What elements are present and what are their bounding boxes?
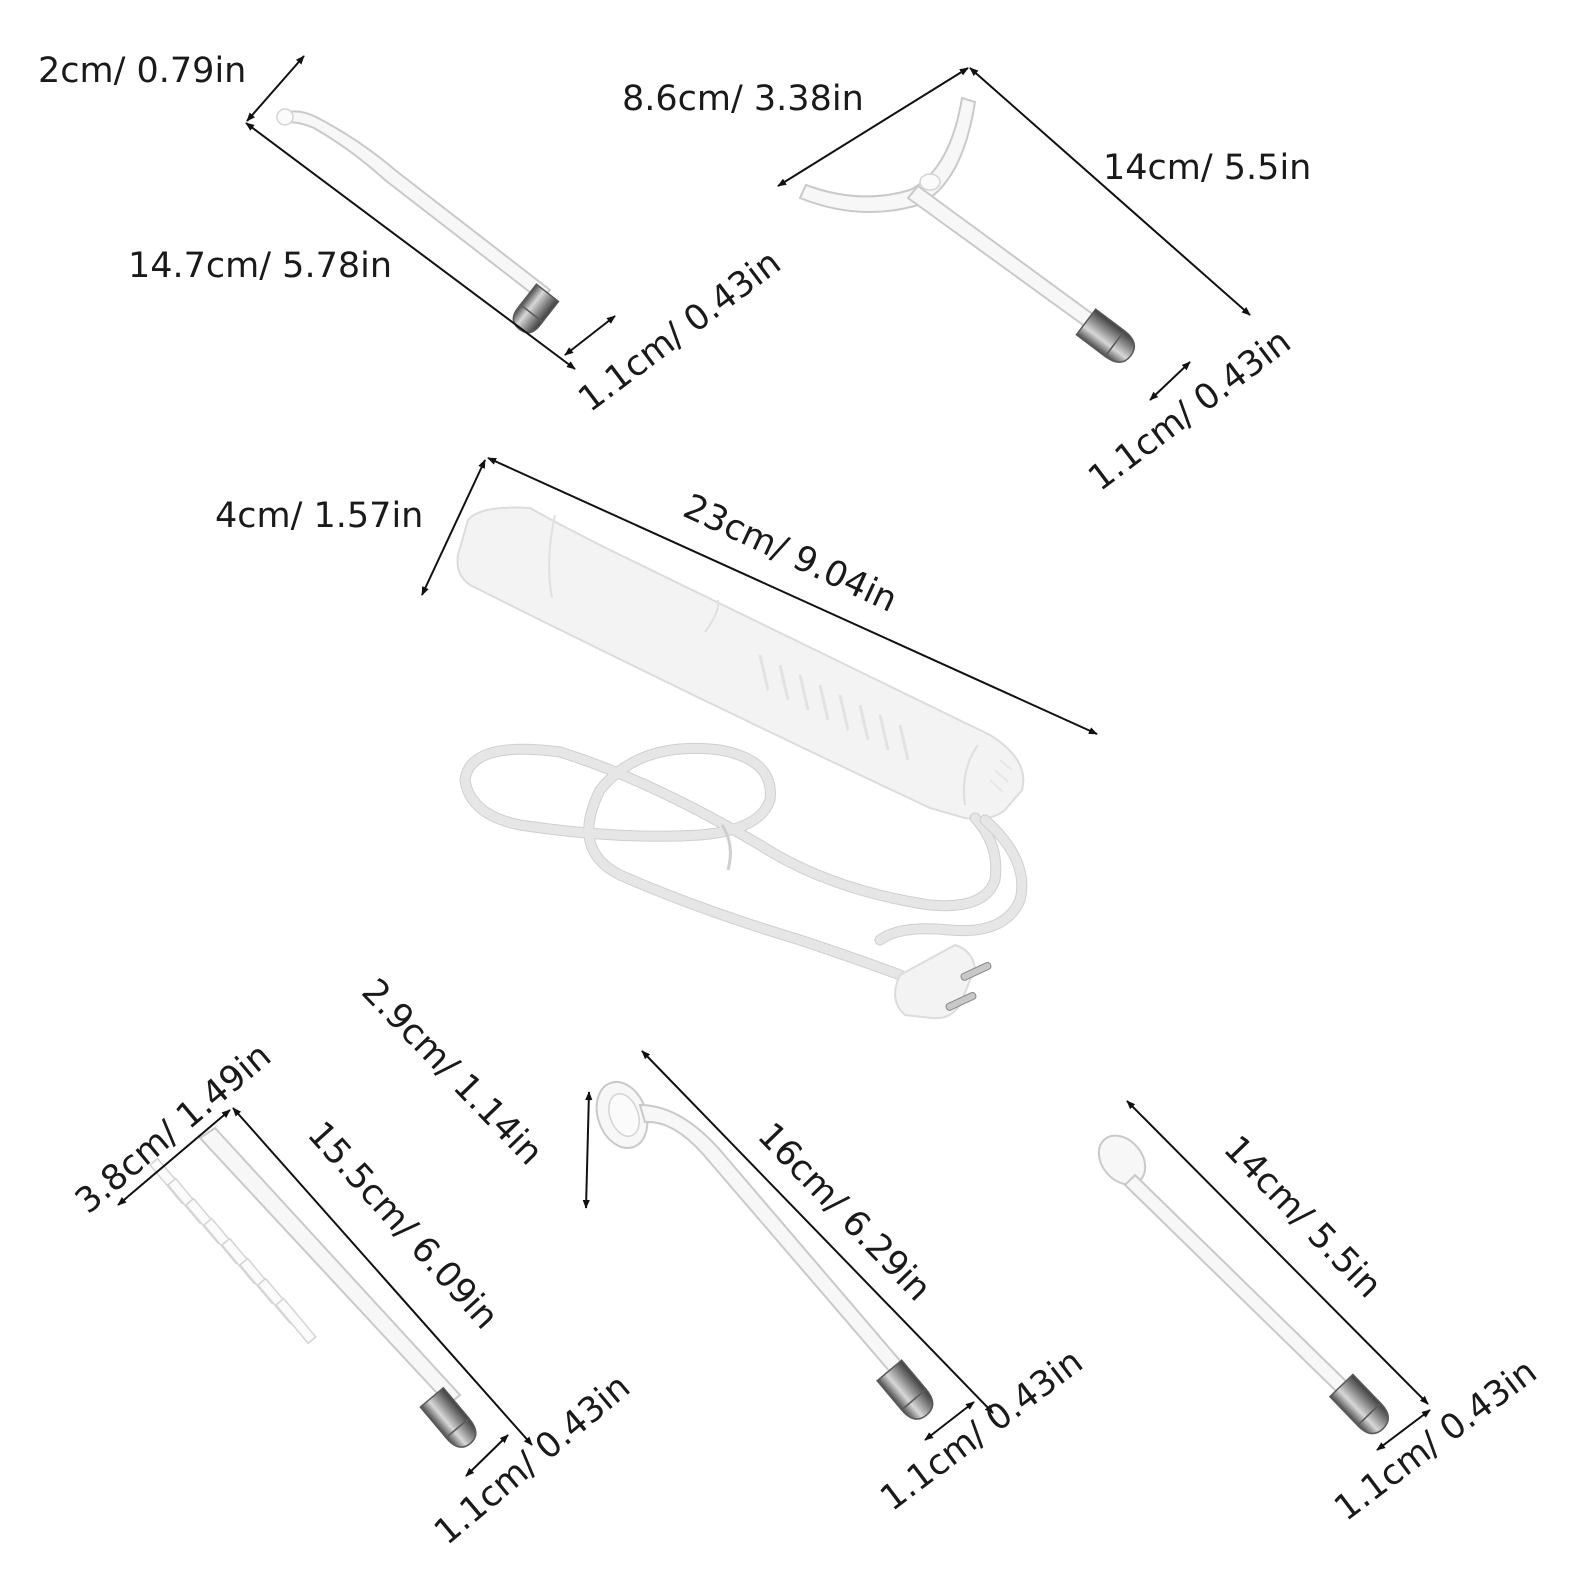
arrow-mushroom-tip <box>582 1091 593 1209</box>
arrow-comb-width <box>117 1109 231 1206</box>
power-cord <box>459 742 1028 1020</box>
label-mushroom-tip: 2.9cm/ 1.14in <box>354 971 551 1173</box>
arrow-comb-dia <box>465 1434 509 1477</box>
arrow-handle-length <box>487 457 1098 735</box>
label-mushroom-length: 16cm/ 6.29in <box>750 1115 939 1309</box>
label-wand1-tip: 2cm/ 0.79in <box>38 51 246 91</box>
dimension-arrows <box>117 55 1431 1477</box>
label-wand1-dia: 1.1cm/ 0.43in <box>571 243 788 420</box>
device-handle <box>456 506 1025 820</box>
label-wand1-length: 14.7cm/ 5.78in <box>128 246 392 286</box>
arrow-wand1-dia <box>564 315 616 356</box>
label-wand2-length: 14cm/ 5.5in <box>1103 148 1311 188</box>
arrow-mushroom-length <box>641 1050 994 1414</box>
wand-curved-electrode <box>276 108 560 334</box>
arrow-comb-length <box>232 1107 533 1446</box>
label-spoon-dia: 1.1cm/ 0.43in <box>1327 1352 1544 1529</box>
arrow-spoon-dia <box>1376 1409 1431 1451</box>
power-plug <box>894 943 992 1020</box>
arrow-wand2-length <box>969 67 1251 316</box>
arrow-wand1-length <box>245 122 576 370</box>
comb-teeth <box>148 1157 317 1345</box>
arrow-wand2-dia <box>1149 361 1191 401</box>
arrow-wand2-width <box>777 67 969 187</box>
arrow-wand1-tip <box>246 55 305 122</box>
wand-u-shape-electrode <box>798 96 1136 363</box>
label-comb-length: 15.5cm/ 6.09in <box>299 1114 505 1337</box>
label-wand2-width: 8.6cm/ 3.38in <box>622 79 864 119</box>
label-handle-dia: 4cm/ 1.57in <box>215 496 423 536</box>
cord-tie <box>720 824 732 871</box>
arrow-mushroom-dia <box>924 1401 975 1441</box>
arrow-handle-dia <box>421 459 486 596</box>
wand-comb-electrode <box>148 1126 477 1448</box>
arrow-spoon-length <box>1126 1100 1429 1405</box>
dimension-labels: 2cm/ 0.79in 14.7cm/ 5.78in 1.1cm/ 0.43in… <box>38 51 1544 1553</box>
